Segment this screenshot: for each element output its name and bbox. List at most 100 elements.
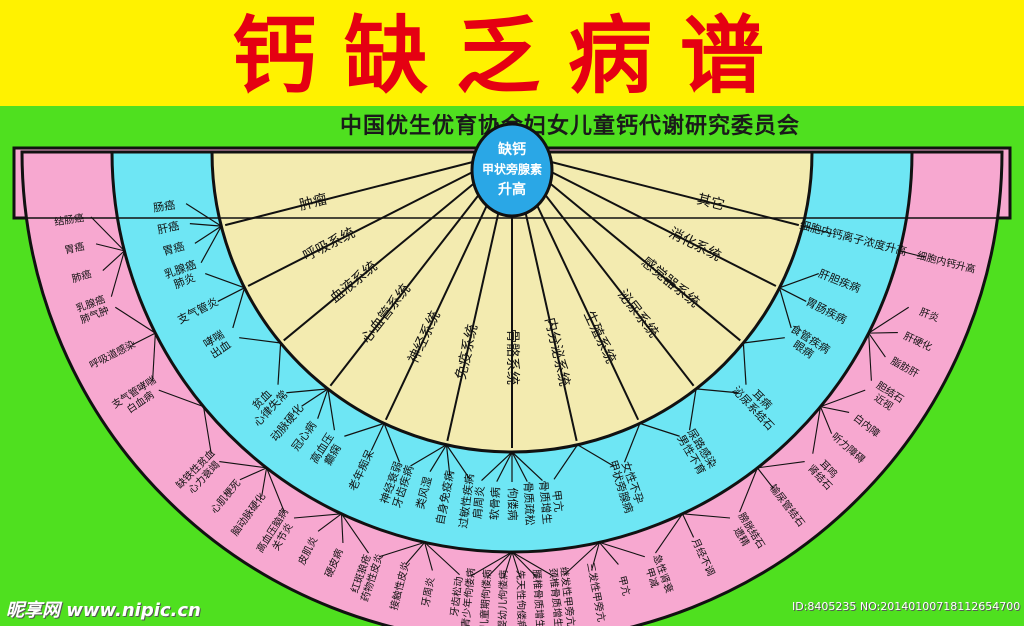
symptom-connector: [511, 551, 554, 577]
disease-connector: [778, 287, 792, 329]
spoke-line: [446, 190, 505, 442]
symptom-connector: [511, 551, 521, 579]
symptom-connector: [158, 389, 204, 408]
disease-connector: [577, 444, 614, 467]
symptom-connector: [511, 551, 538, 578]
symptom-label: 甲减: [643, 566, 661, 589]
title-band: [0, 0, 1024, 106]
disease-connector: [742, 342, 747, 385]
symptom-connector: [682, 513, 731, 519]
symptom-connector: [819, 406, 833, 434]
symptom-connector: [820, 389, 866, 408]
symptom-connector: [219, 460, 267, 469]
spoke-line: [247, 169, 477, 287]
symptom-connector: [266, 467, 285, 513]
page-title: 钙缺乏病谱: [231, 7, 792, 105]
symptom-connector: [868, 306, 910, 334]
symptom-connector: [317, 513, 342, 532]
spoke-line: [535, 182, 695, 387]
disease-connector: [185, 203, 222, 227]
disease-label: 骨质增生: [536, 480, 554, 525]
symptom-connector: [564, 541, 600, 576]
symptom-label: 牙周炎: [420, 576, 437, 608]
symptom-connector: [239, 467, 267, 481]
symptom-connector: [503, 551, 513, 579]
symptom-connector: [293, 513, 342, 519]
system-label: 其它: [695, 190, 726, 213]
symptom-connector: [131, 332, 156, 346]
disease-connector: [286, 388, 328, 394]
symptom-connector: [739, 467, 758, 513]
disease-connector: [779, 273, 819, 289]
symptom-connector: [152, 333, 156, 381]
spoke-line: [224, 160, 474, 227]
disease-label: 肠癌: [152, 197, 176, 214]
disease-connector: [327, 388, 336, 431]
disease-connector: [639, 422, 680, 437]
disease-connector: [217, 287, 245, 302]
symptom-label: 腰椎骨质增生: [530, 569, 546, 626]
disease-label: 肝癌: [156, 218, 181, 236]
symptom-connector: [405, 541, 426, 565]
disease-connector: [232, 287, 246, 329]
watermark-right: ID:8405235 NO:20140100718112654700: [792, 600, 1021, 613]
disease-connector: [481, 451, 513, 482]
hub-text: 升高: [498, 181, 526, 198]
symptom-connector: [340, 513, 344, 544]
symptom-connector: [868, 333, 872, 381]
disease-connector: [277, 342, 282, 385]
disease-connector: [496, 451, 513, 482]
symptom-connector: [682, 513, 695, 538]
disease-connector: [383, 423, 401, 463]
spoke-line: [547, 169, 777, 287]
symptom-label: 胃癌: [63, 240, 85, 257]
disease-connector: [511, 451, 543, 482]
system-label: 肿瘤: [298, 190, 329, 213]
symptom-connector: [868, 331, 898, 334]
symptom-label: 婴幼儿佝偻病: [496, 570, 510, 626]
hub-circle: [470, 122, 554, 218]
system-label: 骨骼系统: [504, 329, 520, 385]
spoke-line: [542, 176, 741, 342]
disease-connector: [301, 388, 329, 407]
symptom-connector: [424, 542, 433, 571]
symptom-connector: [899, 250, 925, 258]
disease-label: 软骨病: [487, 487, 503, 521]
symptom-connector: [486, 551, 513, 578]
symptom-connector: [599, 541, 645, 558]
symptom-connector: [102, 250, 125, 271]
disease-label: 肩周炎: [470, 485, 487, 519]
spoke-line: [384, 187, 496, 421]
symptom-connector: [341, 513, 369, 554]
symptom-connector: [756, 467, 774, 489]
symptom-connector: [202, 406, 212, 454]
disease-connector: [511, 451, 528, 482]
spoke-line: [528, 187, 640, 421]
disease-connector: [410, 444, 447, 467]
disease-connector: [239, 337, 281, 344]
disease-connector: [194, 225, 222, 244]
symptom-connector: [812, 406, 822, 454]
disease-connector: [743, 337, 785, 344]
spoke-line: [329, 182, 489, 387]
symptom-connector: [95, 243, 125, 252]
symptom-connector: [591, 542, 600, 571]
page-subtitle: 中国优生优育协会妇女儿童钙代谢研究委员会: [339, 113, 800, 139]
disease-label: 佝偻病: [506, 488, 520, 521]
symptom-connector: [470, 551, 513, 577]
disease-label: 甲亢: [549, 489, 566, 513]
disease-connector: [688, 388, 697, 431]
disease-connector: [205, 273, 245, 289]
disease-connector: [696, 388, 738, 394]
disease-connector: [200, 225, 222, 264]
disease-label: 胃癌: [161, 239, 186, 259]
disease-connector: [370, 423, 385, 451]
symptom-connector: [655, 513, 683, 554]
hub-text: 缺钙: [498, 141, 526, 158]
watermark-left: 昵享网 www.nipic.cn: [6, 600, 201, 621]
disease-connector: [189, 223, 222, 227]
disease-connector: [802, 225, 832, 235]
symptom-connector: [757, 460, 805, 469]
